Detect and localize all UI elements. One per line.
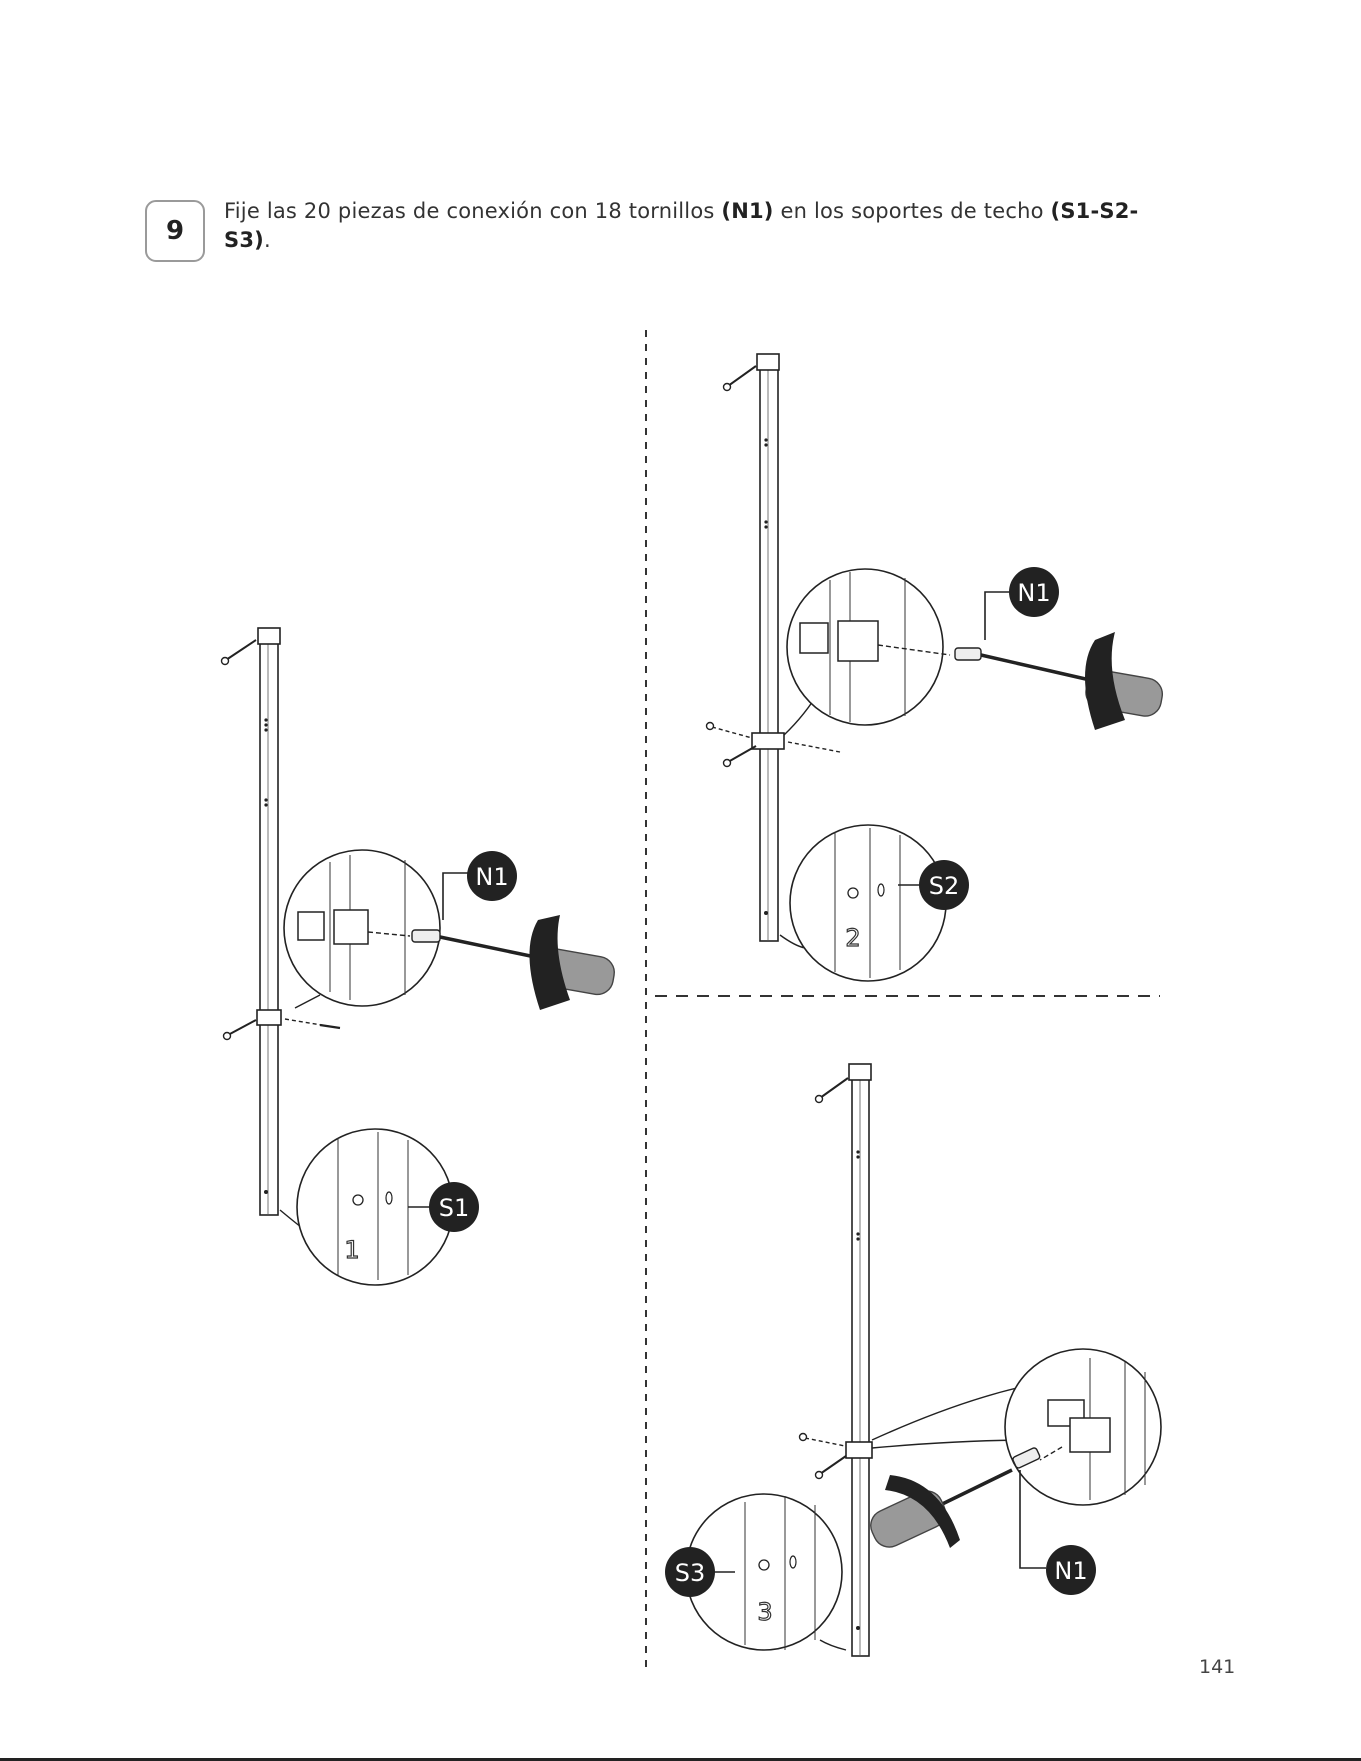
support-s3-diagram: 3 S3 N1 bbox=[665, 1064, 1161, 1656]
s1-callout-label: S1 bbox=[439, 1194, 470, 1222]
n1-callout-s1-label: N1 bbox=[475, 863, 508, 891]
s2-callout-label: S2 bbox=[929, 872, 960, 900]
s3-support-number: 3 bbox=[757, 1598, 772, 1626]
s2-support-number: 2 bbox=[845, 924, 860, 952]
n1-callout-s3-label: N1 bbox=[1054, 1557, 1087, 1585]
support-s2-diagram: 2 S2 N1 bbox=[707, 354, 1165, 981]
n1-callout-s2-label: N1 bbox=[1017, 579, 1050, 607]
page-number: 141 bbox=[1199, 1656, 1235, 1678]
s1-support-number: 1 bbox=[344, 1236, 359, 1264]
s3-callout-label: S3 bbox=[675, 1559, 706, 1587]
support-s1-diagram: 1 S1 N1 bbox=[222, 628, 617, 1285]
